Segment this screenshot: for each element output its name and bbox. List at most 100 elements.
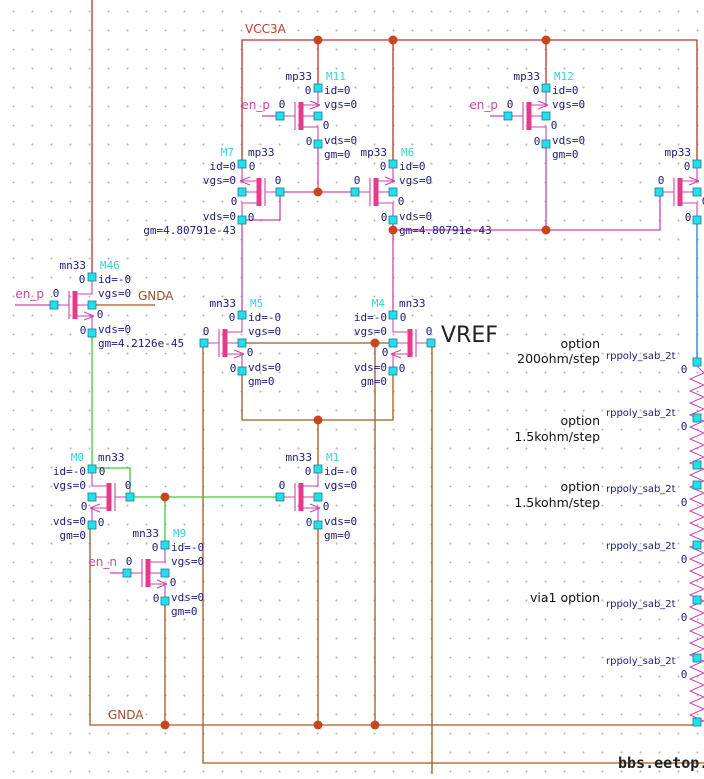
pin-value: 0 <box>533 84 540 97</box>
pin[interactable] <box>275 492 285 502</box>
resistor-pin[interactable] <box>692 413 702 423</box>
pin[interactable] <box>388 187 398 197</box>
option-note: 1.5kohm/step <box>514 429 600 444</box>
pin[interactable] <box>87 464 97 474</box>
pin[interactable] <box>87 520 97 530</box>
wires <box>15 0 704 774</box>
pin-value: 0 <box>81 500 88 513</box>
pin[interactable] <box>388 338 398 348</box>
pin[interactable] <box>503 111 513 121</box>
source-arrow-icon <box>156 579 168 589</box>
pin-value: 0 <box>681 496 688 509</box>
pin[interactable] <box>237 366 247 376</box>
pin[interactable] <box>313 139 323 149</box>
source-arrow-icon <box>309 503 321 513</box>
param-id: id=-0 <box>324 465 357 478</box>
pin-value: 0 <box>229 311 236 324</box>
pin[interactable] <box>388 159 398 169</box>
pin[interactable] <box>313 492 323 502</box>
pin[interactable] <box>692 187 702 197</box>
param-gm: gm=0 <box>324 148 351 161</box>
pin[interactable] <box>237 215 247 225</box>
pin[interactable] <box>426 338 436 348</box>
pin[interactable] <box>87 328 97 338</box>
source-arrow-icon <box>309 100 321 110</box>
pin[interactable] <box>541 111 551 121</box>
pin-value: 0 <box>684 160 691 173</box>
model-label: mn33 <box>210 297 237 310</box>
channel-bar <box>256 178 262 206</box>
pin[interactable] <box>160 540 170 550</box>
pin[interactable] <box>87 300 97 310</box>
pin[interactable] <box>237 338 247 348</box>
pin[interactable] <box>49 300 59 310</box>
junction-dot <box>370 720 380 730</box>
junction-dot <box>160 492 170 502</box>
pin[interactable] <box>237 310 247 320</box>
pin[interactable] <box>275 111 285 121</box>
transistor-symbol <box>659 164 698 220</box>
pin[interactable] <box>160 568 170 578</box>
pin[interactable] <box>313 83 323 93</box>
pin[interactable] <box>654 187 664 197</box>
pin[interactable] <box>122 568 132 578</box>
pin[interactable] <box>388 215 398 225</box>
param-id: id=0 <box>324 84 351 97</box>
instance-name: M4 <box>372 297 386 310</box>
pin[interactable] <box>313 520 323 530</box>
resistor-pin[interactable] <box>692 717 702 727</box>
resistor-pin[interactable] <box>692 540 702 550</box>
pin[interactable] <box>692 159 702 169</box>
pin[interactable] <box>388 366 398 376</box>
pin[interactable] <box>313 464 323 474</box>
pin[interactable] <box>87 272 97 282</box>
pin-value: 0 <box>306 135 313 148</box>
pin[interactable] <box>692 215 702 225</box>
resistor-pin[interactable] <box>692 653 702 663</box>
pin[interactable] <box>350 187 360 197</box>
resistor-pin[interactable] <box>692 480 702 490</box>
pin-value: 0 <box>323 119 330 132</box>
param-vds: vds=0 <box>248 361 281 374</box>
pin[interactable] <box>87 492 97 502</box>
pin-value: 0 <box>382 346 389 359</box>
pin[interactable] <box>199 338 209 348</box>
pin[interactable] <box>160 596 170 606</box>
pin[interactable] <box>125 492 135 502</box>
pin[interactable] <box>388 310 398 320</box>
transistor-mp33[interactable]: 0000mp33 <box>654 146 704 225</box>
resistor-pin[interactable] <box>692 595 702 605</box>
pin-value: 0 <box>79 273 86 286</box>
option-note: via1 option <box>530 590 600 605</box>
pin[interactable] <box>275 187 285 197</box>
resistor-pin[interactable] <box>692 357 702 367</box>
pin[interactable] <box>237 187 247 197</box>
junction-dot <box>160 720 170 730</box>
source-arrow-icon <box>390 349 402 359</box>
option-note: option <box>560 336 600 351</box>
pin[interactable] <box>541 83 551 93</box>
pin-value: 0 <box>305 465 312 478</box>
junction-dots <box>160 35 551 730</box>
pin-value: 0 <box>247 346 254 359</box>
pin[interactable] <box>541 139 551 149</box>
pin[interactable] <box>237 159 247 169</box>
junction-dot <box>313 415 323 425</box>
resistor-pin[interactable] <box>692 460 702 470</box>
net-label-vcc: VCC3A <box>245 22 287 36</box>
param-gm: gm=0 <box>361 375 388 388</box>
resistor-label: rppoly_sab_2t <box>606 599 676 610</box>
pin[interactable] <box>313 111 323 121</box>
